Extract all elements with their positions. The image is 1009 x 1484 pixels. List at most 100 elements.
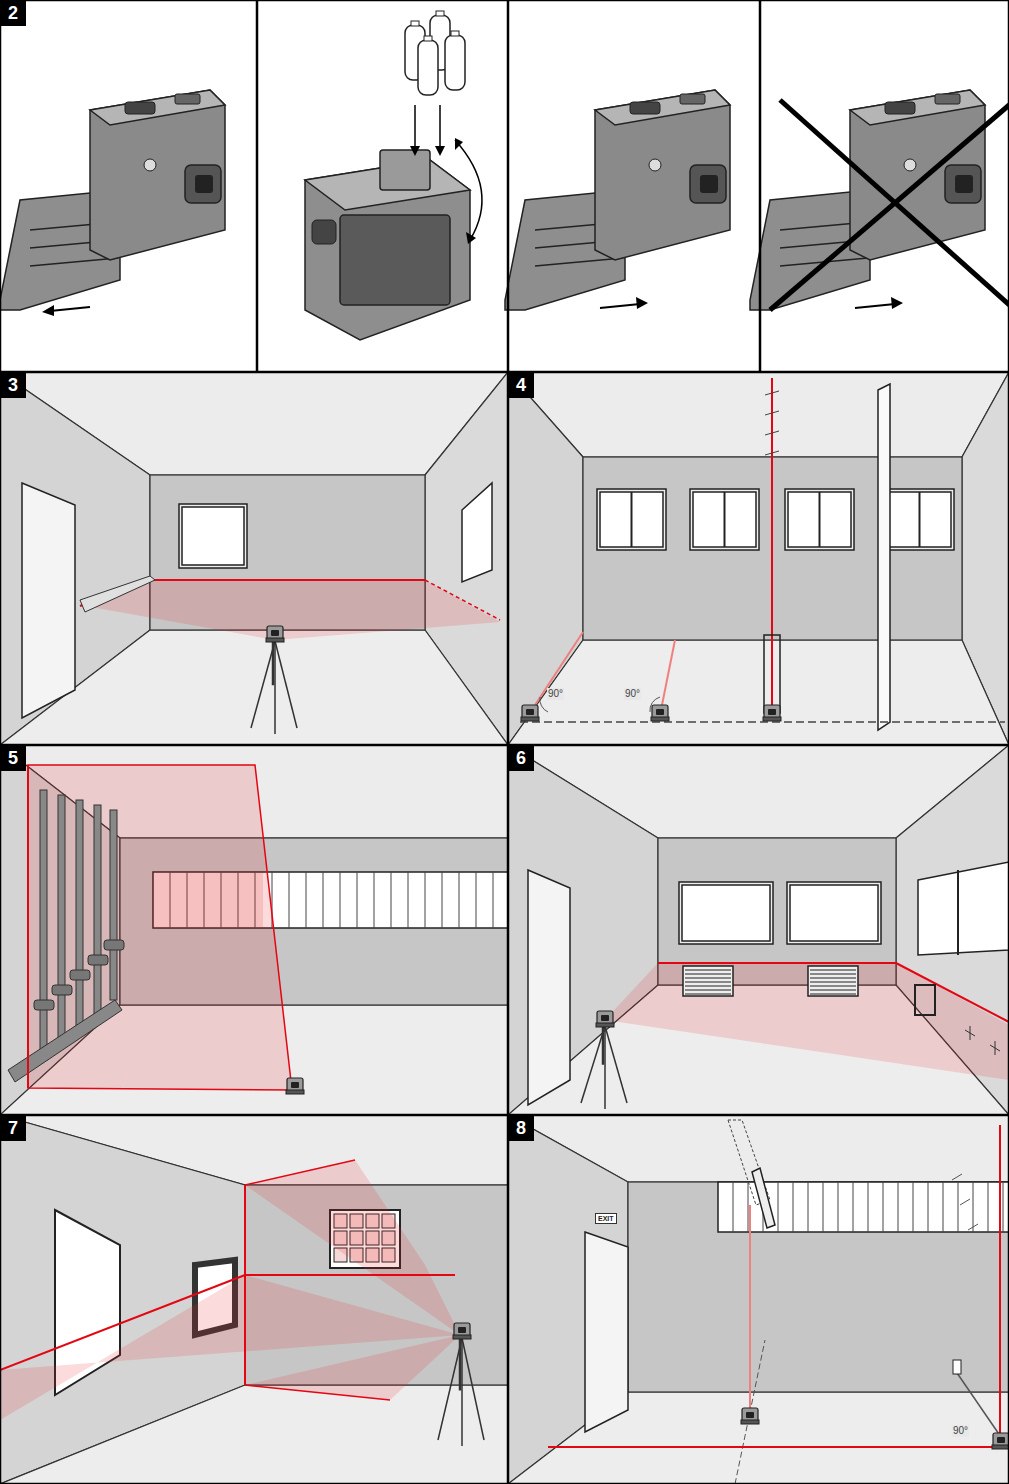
line [810, 994, 856, 995]
shape [885, 102, 915, 114]
line [462, 1338, 484, 1440]
shape [80, 580, 500, 640]
shape [785, 489, 854, 550]
panel-frame [1, 373, 508, 745]
line [662, 640, 675, 705]
shape [878, 384, 890, 730]
line [685, 978, 731, 979]
shape [410, 146, 420, 156]
line [780, 100, 1009, 310]
line [425, 580, 500, 620]
shape [680, 94, 705, 104]
shape [508, 1392, 1009, 1484]
panel-frame [509, 1116, 1009, 1484]
shape [658, 838, 896, 985]
shape [528, 870, 570, 1105]
shape [22, 483, 75, 718]
shape [34, 1000, 54, 1010]
callout-number: 4 [508, 372, 534, 398]
line [810, 990, 856, 991]
line [244, 1185, 246, 1385]
shape [90, 90, 225, 260]
line [30, 258, 118, 266]
shape [185, 165, 221, 203]
line [602, 1026, 605, 1065]
shape [764, 635, 780, 713]
line [340, 872, 341, 928]
shape [935, 94, 960, 104]
shape [918, 862, 1009, 955]
shape [435, 146, 445, 156]
panel-art [508, 372, 1009, 745]
angle-label: 90° [624, 688, 641, 700]
line [838, 1182, 839, 1232]
shape [690, 165, 726, 203]
shape [651, 717, 669, 721]
shape [418, 40, 438, 95]
sign-text: EXIT [595, 1213, 617, 1224]
shape [628, 1182, 1009, 1392]
line [150, 579, 425, 581]
shape [700, 175, 718, 193]
shape [52, 985, 72, 995]
shape [42, 305, 54, 316]
line [548, 1446, 1009, 1448]
shape [451, 31, 459, 36]
shape [411, 21, 419, 26]
shape [88, 955, 108, 965]
line [289, 872, 290, 928]
line [414, 105, 416, 150]
panel-art [0, 1115, 508, 1484]
shape [0, 1385, 508, 1484]
line [968, 1224, 978, 1230]
line [245, 1385, 390, 1400]
hole [904, 159, 916, 171]
line [1003, 1182, 1004, 1232]
line [605, 1026, 627, 1103]
shape [90, 90, 225, 125]
line [306, 872, 307, 928]
line [658, 962, 896, 964]
line [50, 307, 90, 311]
line [459, 872, 460, 928]
line [853, 1182, 854, 1232]
line [391, 872, 392, 928]
panel-frame [761, 1, 1009, 372]
line [810, 978, 856, 979]
line [896, 963, 1009, 1022]
shape [0, 630, 508, 745]
shape [790, 885, 878, 941]
shape [788, 492, 851, 547]
line [810, 970, 856, 971]
line [952, 1174, 962, 1180]
line [765, 391, 779, 395]
shape [195, 175, 213, 193]
line [749, 1205, 751, 1415]
panel-frame [1, 746, 508, 1115]
shape [605, 963, 1009, 1080]
angle-label: 90° [547, 688, 564, 700]
shape [683, 966, 733, 996]
line [793, 1182, 794, 1232]
hole [649, 159, 661, 171]
line [27, 765, 29, 1088]
shape [955, 175, 973, 193]
line [461, 1338, 463, 1446]
shape [80, 576, 155, 612]
shape [175, 94, 200, 104]
shape [585, 1232, 628, 1432]
shape [808, 966, 858, 996]
line [323, 872, 324, 928]
shape [597, 489, 666, 550]
shape [953, 1360, 961, 1374]
callout-number: 7 [0, 1115, 26, 1141]
shape [630, 102, 660, 114]
line [928, 1182, 929, 1232]
line [535, 258, 623, 266]
callout-number: 8 [508, 1115, 534, 1141]
line [748, 1182, 749, 1232]
shape [508, 640, 1009, 745]
angle-label: 90° [952, 1425, 969, 1437]
line [425, 872, 426, 928]
panel-art [508, 1115, 1009, 1484]
